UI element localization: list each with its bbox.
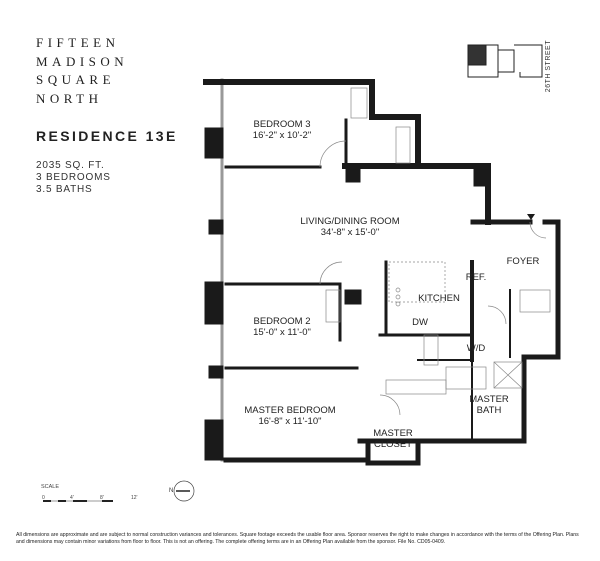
fixtures — [319, 87, 551, 416]
master-bathtub — [445, 366, 487, 390]
closet — [325, 289, 341, 323]
ref-label: REF. — [465, 272, 487, 283]
kitchen-island — [388, 261, 446, 303]
room-name: MASTER — [469, 394, 509, 405]
room-name: CLOSET — [373, 439, 412, 450]
scale-bar — [43, 500, 113, 502]
room-bedroom-2: BEDROOM 2 15'-0" x 11'-0" — [253, 316, 311, 338]
room-living-dining: LIVING/DINING ROOM 34'-8" x 15'-0" — [300, 216, 399, 238]
residence-facts: 2035 SQ. FT. 3 BEDROOMS 3.5 BATHS — [36, 160, 111, 196]
key-plan-unit-highlight — [467, 44, 487, 66]
residence-title: RESIDENCE 13E — [36, 128, 178, 144]
bedroom-count: 3 BEDROOMS — [36, 172, 111, 183]
north-label: N — [169, 488, 174, 494]
room-master-bath: MASTER BATH — [469, 394, 509, 416]
brand-line: MADISON — [36, 53, 129, 69]
door-swing — [319, 140, 347, 168]
street-label: 26TH STREET — [545, 40, 552, 93]
room-foyer: FOYER — [506, 256, 540, 267]
closet — [385, 379, 447, 395]
scale-tick: 0 — [42, 495, 45, 501]
room-master-bedroom: MASTER BEDROOM 16'-8" x 11'-10" — [244, 405, 335, 427]
room-dimensions: 15'-0" x 11'-0" — [253, 327, 311, 338]
disclaimer: All dimensions are approximate and are s… — [16, 532, 579, 545]
room-master-closet: MASTER CLOSET — [373, 428, 413, 450]
room-name: BEDROOM 2 — [253, 316, 311, 327]
room-name: BEDROOM 3 — [253, 119, 311, 130]
brand-line: FIFTEEN — [36, 35, 120, 50]
scale-tick: 12' — [131, 495, 138, 501]
room-dimensions: 16'-2" x 10'-2" — [252, 130, 312, 141]
bathtub — [395, 126, 411, 164]
room-name: MASTER — [373, 428, 413, 439]
room-bedroom-3: BEDROOM 3 16'-2" x 10'-2" — [253, 119, 311, 141]
room-name: LIVING/DINING ROOM — [300, 216, 400, 227]
square-footage: 2035 SQ. FT. — [36, 160, 105, 171]
scale-tick: 4' — [70, 495, 74, 501]
closet — [350, 87, 368, 119]
scale-label: SCALE — [41, 484, 60, 490]
brand-line: NORTH — [36, 90, 103, 106]
closet — [519, 289, 551, 313]
room-name: MASTER BEDROOM — [244, 405, 336, 416]
room-dimensions: 34'-8" x 15'-0" — [320, 227, 380, 238]
bathtub — [423, 334, 439, 366]
bath-count: 3.5 BATHS — [36, 184, 93, 195]
dishwasher-label: DW — [412, 317, 428, 328]
brand-line: SQUARE — [36, 72, 116, 87]
washer-dryer-label: W/D — [466, 343, 486, 354]
walls — [203, 78, 561, 466]
key-plan — [467, 44, 543, 78]
north-arrow-icon — [173, 480, 195, 502]
room-dimensions: 16'-8" x 11'-10" — [258, 416, 322, 427]
room-kitchen: KITCHEN — [418, 293, 460, 304]
brand-logo: FIFTEEN MADISON SQUARE NORTH — [36, 34, 128, 108]
shower — [493, 361, 523, 389]
room-name: BATH — [476, 405, 502, 416]
scale-tick: 8' — [100, 495, 104, 501]
entry-arrow-icon — [527, 214, 535, 220]
